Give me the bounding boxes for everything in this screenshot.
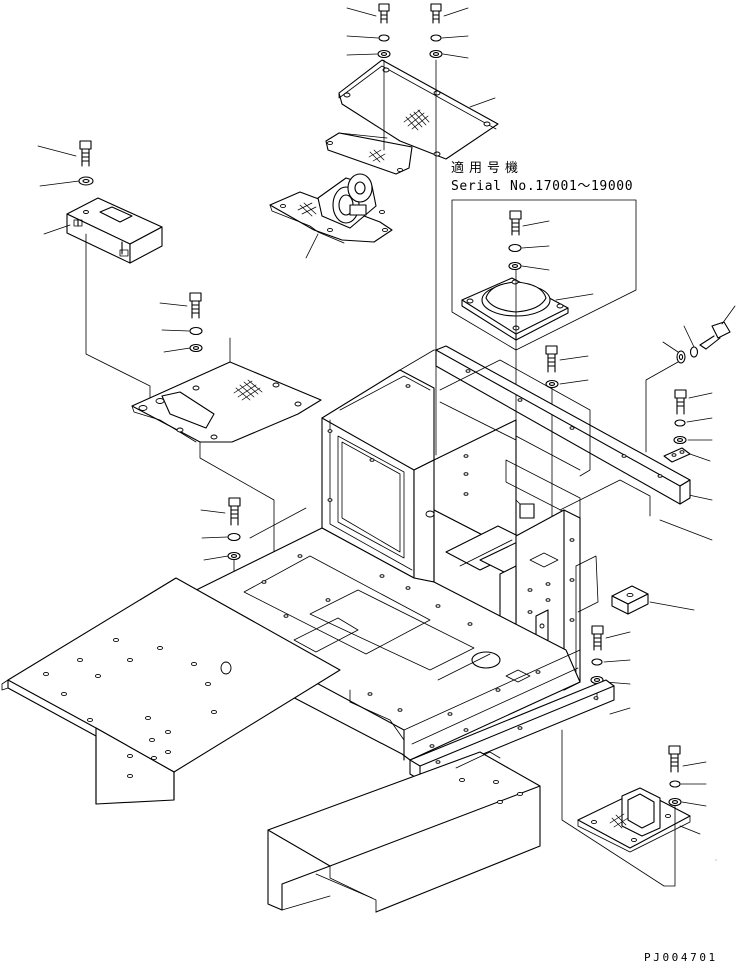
serial-note-box [451,199,637,351]
rear-bolt-center [545,345,558,373]
corner-washer [668,797,682,807]
top-cover-mesh [403,109,430,131]
side-lockwasher-angled [689,346,699,358]
floor-washer-left [227,551,241,561]
rear-washer-center [545,379,559,389]
plate-washer-left [189,343,203,353]
side-bolt-angled [699,321,731,350]
center-step-plate [267,751,541,913]
plate-bolt-left [189,292,202,319]
floor-right-leaders [596,631,631,715]
battery-box [66,197,163,264]
corner-bolt [668,745,681,773]
top-washer-right [429,49,443,59]
applicable-machine-label: 適用号機 [451,161,524,176]
side-washer-angled [676,350,686,364]
floor-lockwasher-left [227,532,241,542]
left-plate-leaders [159,302,275,561]
corner-leaders [663,761,717,887]
bracket-block [611,585,695,615]
rubber-mount [461,277,569,341]
floor-bolt-right [591,625,604,651]
rail-plate [663,447,691,463]
top-lockwasher-right [430,34,442,42]
lower-rear-rail [409,679,665,887]
top-cover-plate [325,59,499,175]
box-bolt [79,140,92,167]
floor-bolt-left [228,497,241,526]
box-washer [78,176,94,186]
mount-bolt [509,210,522,236]
mount-washer [508,261,522,271]
top-washer-left [377,49,391,59]
left-cover-plate [131,361,322,443]
plate-lockwasher-left [189,326,203,336]
corner-lockwasher [669,780,681,788]
floor-lockwasher-right [591,658,603,666]
top-bolt-left [378,3,390,24]
corner-bracket [577,787,691,853]
side-angled-leaders [645,305,736,453]
left-cover-mesh [233,379,263,401]
rail-washer [673,435,687,445]
hinge-bracket-assembly [269,173,393,259]
rail-bolt [674,389,687,415]
rail-lockwasher [674,419,686,427]
drawing-code: PJ004701 [644,951,718,964]
mount-lockwasher [508,243,522,253]
left-step-plate [1,577,341,805]
serial-range-label: Serial No.17001～19000 [451,179,634,194]
top-leaders [346,7,496,108]
rail-leaders [659,392,713,541]
top-lockwasher-left [378,34,390,42]
box-leaders [37,145,151,401]
top-bolt-right [430,3,442,24]
